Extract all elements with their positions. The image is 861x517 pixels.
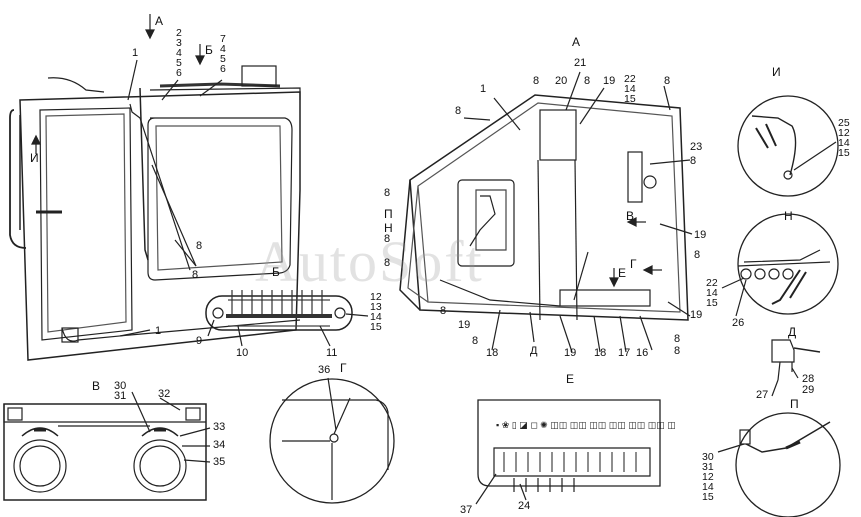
- callout-18: 18: [486, 347, 499, 359]
- arrow-label-p: П: [384, 207, 393, 221]
- callout-19: 19: [603, 75, 616, 87]
- callout-32: 32: [158, 388, 171, 400]
- callout-19: 19: [564, 347, 577, 359]
- callout-8: 8: [533, 75, 540, 87]
- callout-d: Д: [530, 345, 538, 357]
- callout-11: 11: [326, 347, 338, 359]
- arrow-label-b: Б: [205, 43, 213, 57]
- callout-8: 8: [455, 105, 462, 117]
- section-label-g: Г: [340, 361, 347, 375]
- callout-16: 16: [636, 347, 649, 359]
- callout-8: 8: [664, 75, 671, 87]
- callout-23: 23: [690, 141, 703, 153]
- callout-8: 8: [674, 333, 681, 345]
- arrow-label-a: А: [155, 14, 164, 28]
- view-n-drawing: [737, 213, 839, 315]
- callout-8: 8: [584, 75, 591, 87]
- callout-28: 28: [802, 373, 815, 385]
- callout-10: 10: [236, 347, 249, 359]
- fuse-block-drawing: [205, 290, 353, 331]
- view-i-drawing: [737, 95, 839, 197]
- watermark: AutoSoft: [255, 229, 484, 294]
- callout-8: 8: [674, 345, 681, 357]
- callout-33: 33: [213, 421, 226, 433]
- callout-19: 19: [690, 309, 703, 321]
- callout-19: 19: [694, 229, 707, 241]
- callout-36: 36: [318, 364, 331, 376]
- callout-9: 9: [196, 335, 203, 347]
- callout-18: 18: [594, 347, 607, 359]
- view-e-drawing: [477, 399, 661, 492]
- callout-30: 30: [114, 380, 127, 392]
- view-d-drawing: [771, 339, 821, 381]
- section-label-v: В: [92, 379, 101, 393]
- section-label-p: П: [790, 397, 799, 411]
- callout-8: 8: [384, 257, 391, 269]
- callout-8: 8: [472, 335, 479, 347]
- callout-21: 21: [574, 57, 587, 69]
- section-label-i: И: [772, 65, 781, 79]
- callout-29: 29: [802, 384, 815, 396]
- callout-8: 8: [440, 305, 447, 317]
- view-e-symbol-row: ▪ ❀ ▯ ◪ ◻ ✺ ◫◫ ◫◫ ◫◫ ◫◫ ◫◫ ◫◫ ◫: [496, 420, 676, 430]
- view-v-drawing: [3, 403, 207, 501]
- callout-8: 8: [192, 269, 199, 281]
- callout-17: 17: [618, 347, 631, 359]
- right-cab-drawing: [399, 94, 689, 321]
- arrow-label-g: Г: [630, 257, 637, 271]
- view-g-drawing: [269, 378, 395, 504]
- arrow-label-i: И: [30, 151, 39, 165]
- callout-8: 8: [384, 187, 391, 199]
- arrow-label-e: Е: [618, 266, 627, 280]
- callout-1: 1: [132, 47, 139, 59]
- callout-8: 8: [694, 249, 701, 261]
- arrow-label-n: Н: [384, 221, 393, 235]
- callout-20: 20: [555, 75, 568, 87]
- section-label-a: А: [572, 35, 581, 49]
- callout-27: 27: [756, 389, 769, 401]
- view-p-drawing: [735, 412, 841, 517]
- callout-19: 19: [458, 319, 471, 331]
- callout-24: 24: [518, 500, 531, 512]
- section-label-d: Д: [788, 325, 797, 339]
- callout-35: 35: [213, 456, 226, 468]
- section-label-b: Б: [272, 265, 280, 279]
- section-label-e: Е: [566, 372, 575, 386]
- callout-1: 1: [155, 325, 162, 337]
- arrow-label-v: В: [626, 209, 635, 223]
- callout-31: 31: [114, 390, 127, 402]
- callout-1: 1: [480, 83, 487, 95]
- callout-8: 8: [384, 233, 391, 245]
- callout-8: 8: [196, 240, 203, 252]
- callout-26: 26: [732, 317, 745, 329]
- callout-8: 8: [690, 155, 697, 167]
- section-label-n: Н: [784, 209, 793, 223]
- callout-34: 34: [213, 439, 226, 451]
- callout-37: 37: [460, 504, 473, 516]
